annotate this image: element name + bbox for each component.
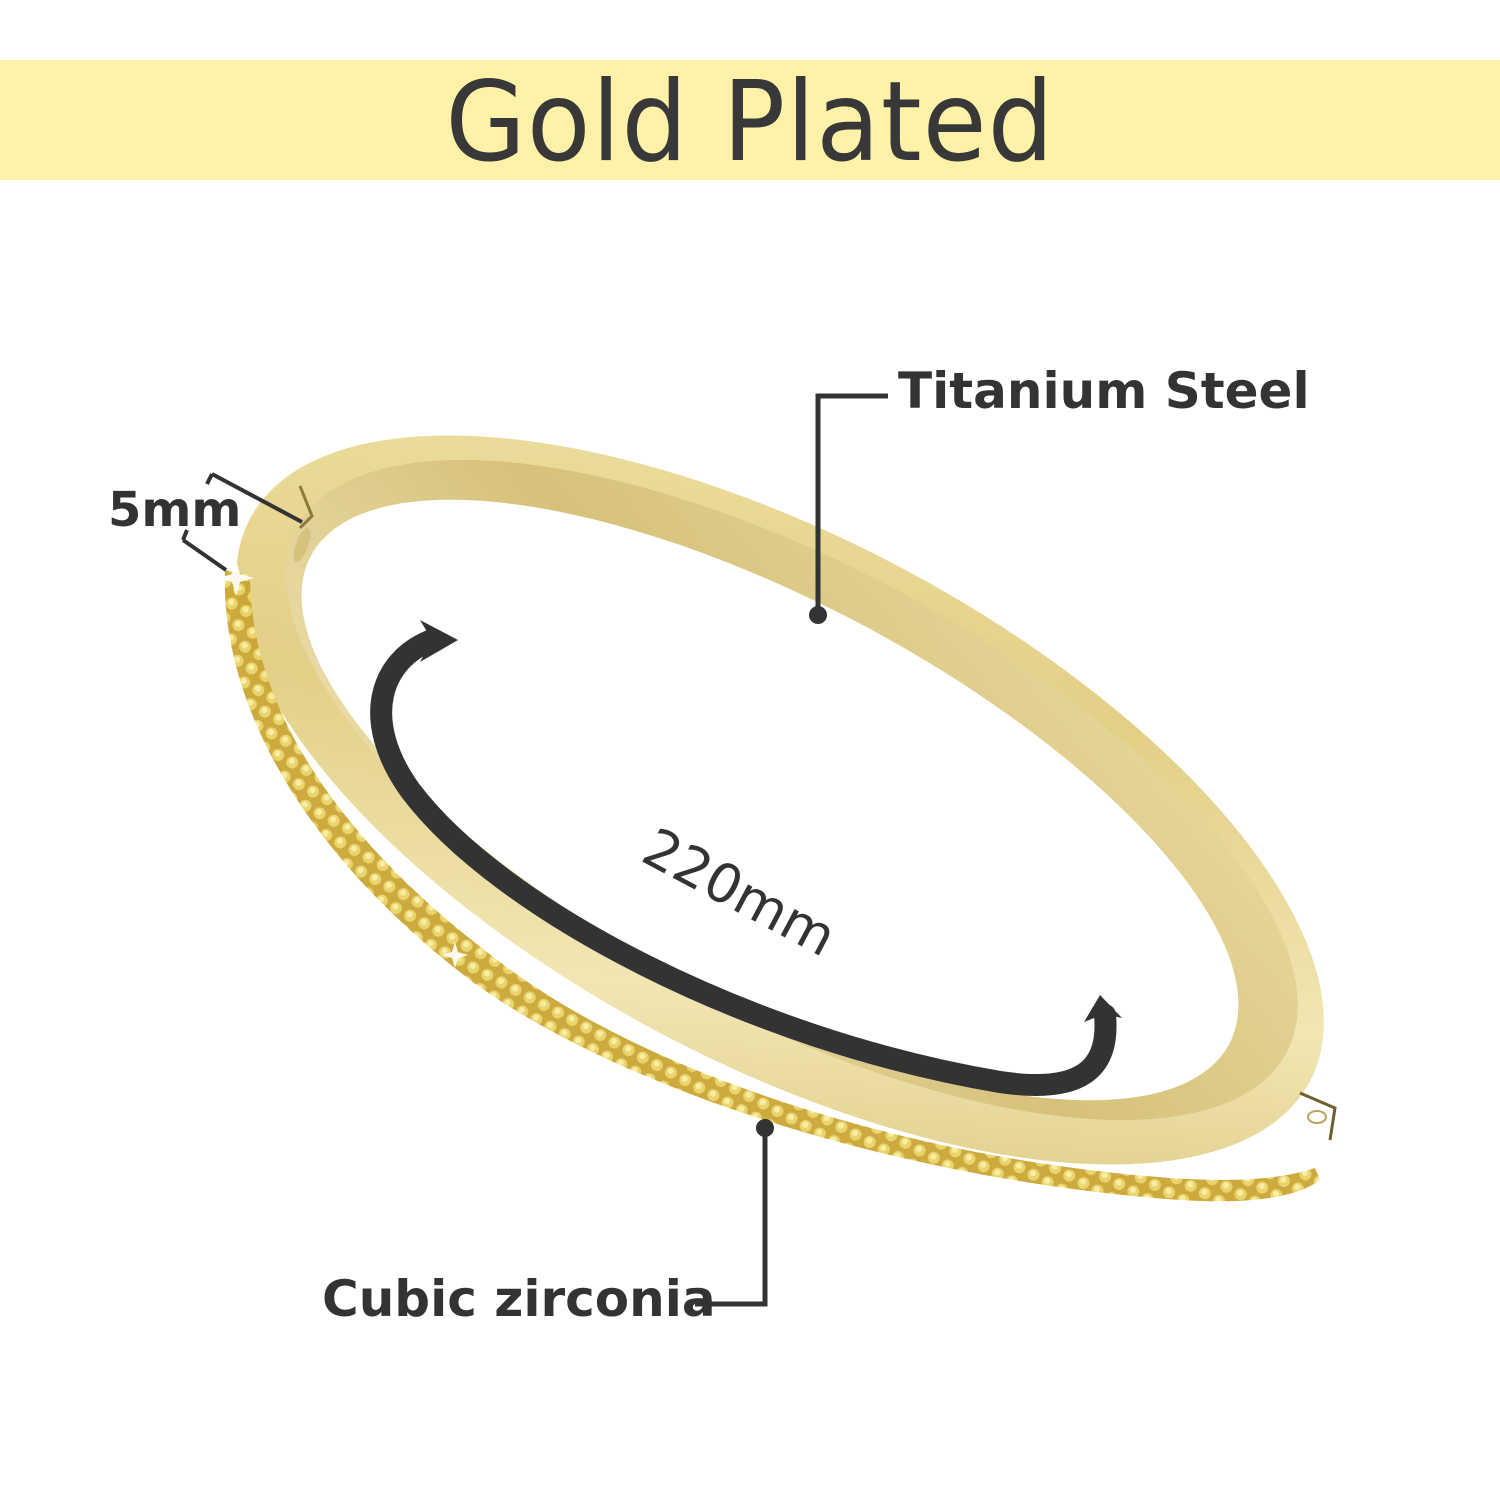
material-label: Titanium Steel — [898, 362, 1310, 420]
stones-label: Cubic zirconia — [322, 1270, 716, 1328]
page-title: Gold Plated — [445, 57, 1055, 187]
callout-dot-icon — [809, 606, 827, 624]
width-bracket — [181, 472, 303, 572]
callout-titanium-steel — [809, 393, 888, 624]
curved-double-arrow-icon — [370, 620, 1122, 1096]
callout-dot-icon — [756, 1119, 774, 1137]
title-banner: Gold Plated — [0, 60, 1500, 180]
width-label: 5mm — [108, 482, 242, 538]
bangle — [218, 435, 1337, 1202]
callout-cubic-zirconia — [695, 1119, 774, 1307]
